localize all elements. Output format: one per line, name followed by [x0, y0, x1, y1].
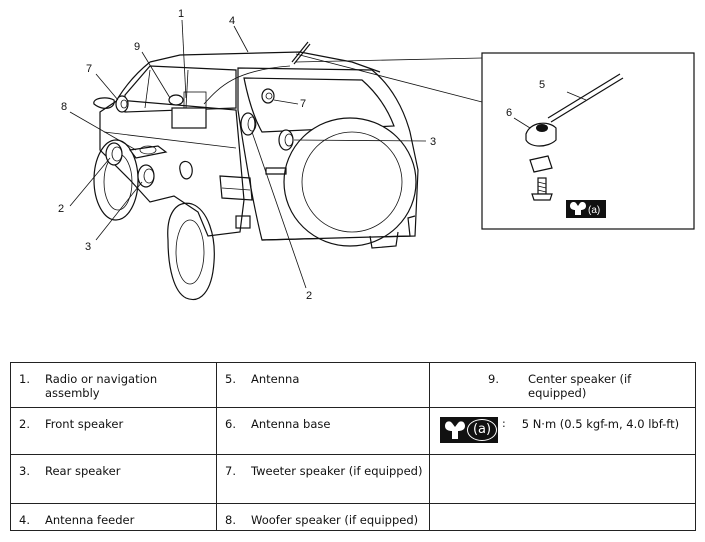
legend-text: Front speaker	[45, 417, 124, 431]
legend-row: 3. Rear speaker 7. Tweeter speaker (if e…	[10, 454, 696, 504]
tweeter-speaker	[115, 95, 129, 113]
torque-spec: 5 N·m (0.5 kgf-m, 4.0 lbf-ft)	[521, 417, 680, 431]
leader-lines	[69, 19, 483, 289]
front-speaker	[105, 142, 123, 166]
legend-text: Tweeter speaker (if equipped)	[251, 464, 423, 478]
radio-assembly	[171, 107, 207, 129]
legend-text: Rear speaker	[45, 464, 121, 478]
components	[105, 88, 294, 188]
callout-3: 3	[85, 241, 91, 253]
legend-num: 5.	[225, 372, 236, 386]
woofer-speaker	[128, 145, 168, 159]
callout-2b: 2	[306, 290, 312, 302]
legend-empty-cell	[429, 454, 696, 504]
legend-num: 8.	[225, 513, 236, 527]
legend-empty-cell	[429, 503, 696, 531]
callout-9: 9	[134, 41, 140, 53]
legend-num: 2.	[19, 417, 30, 431]
legend-text: Radio or navigation assembly	[45, 372, 158, 400]
legend-row: 2. Front speaker 6. Antenna base (a) : 5…	[10, 407, 696, 455]
legend-num: 3.	[19, 464, 30, 478]
callout-5: 5	[539, 79, 545, 91]
wrench-icon	[570, 202, 586, 215]
legend-text: Center speaker (if equipped)	[528, 372, 632, 400]
legend-text: Antenna feeder	[45, 513, 135, 527]
callout-8: 8	[61, 101, 67, 113]
legend-num: 6.	[225, 417, 236, 431]
legend-text: Antenna base	[251, 417, 331, 431]
legend-row: 4. Antenna feeder 8. Woofer speaker (if …	[10, 503, 696, 531]
torque-colon: :	[502, 417, 506, 430]
legend-table: 1. Radio or navigation assembly 5. Anten…	[10, 362, 696, 531]
torque-badge: (a)	[440, 417, 498, 443]
callout-7: 7	[86, 63, 92, 75]
inset-badge-letter: (a)	[588, 205, 600, 216]
legend-text: Woofer speaker (if equipped)	[251, 513, 419, 527]
callout-7b: 7	[300, 98, 306, 110]
wrench-icon	[445, 421, 465, 439]
callout-6: 6	[506, 107, 512, 119]
legend-num: 9.	[488, 372, 499, 386]
callout-labels: 1 4 9 7 8 2 3 7 3 2 5 6	[58, 8, 545, 302]
callout-4: 4	[229, 15, 235, 27]
legend-text: Antenna	[251, 372, 300, 386]
callout-1: 1	[178, 8, 184, 20]
callout-2: 2	[58, 203, 64, 215]
legend-num: 1.	[19, 372, 30, 386]
legend-num: 7.	[225, 464, 236, 478]
torque-badge-letter: (a)	[467, 419, 497, 441]
antenna-inset: (a)	[481, 52, 695, 230]
legend-num: 4.	[19, 513, 30, 527]
legend-row: 1. Radio or navigation assembly 5. Anten…	[10, 362, 696, 408]
center-speaker	[168, 94, 184, 106]
callout-3b: 3	[430, 136, 436, 148]
audio-system-diagram: (a) 1 4 9 7 8 2 3 7 3 2 5 6	[58, 8, 695, 302]
